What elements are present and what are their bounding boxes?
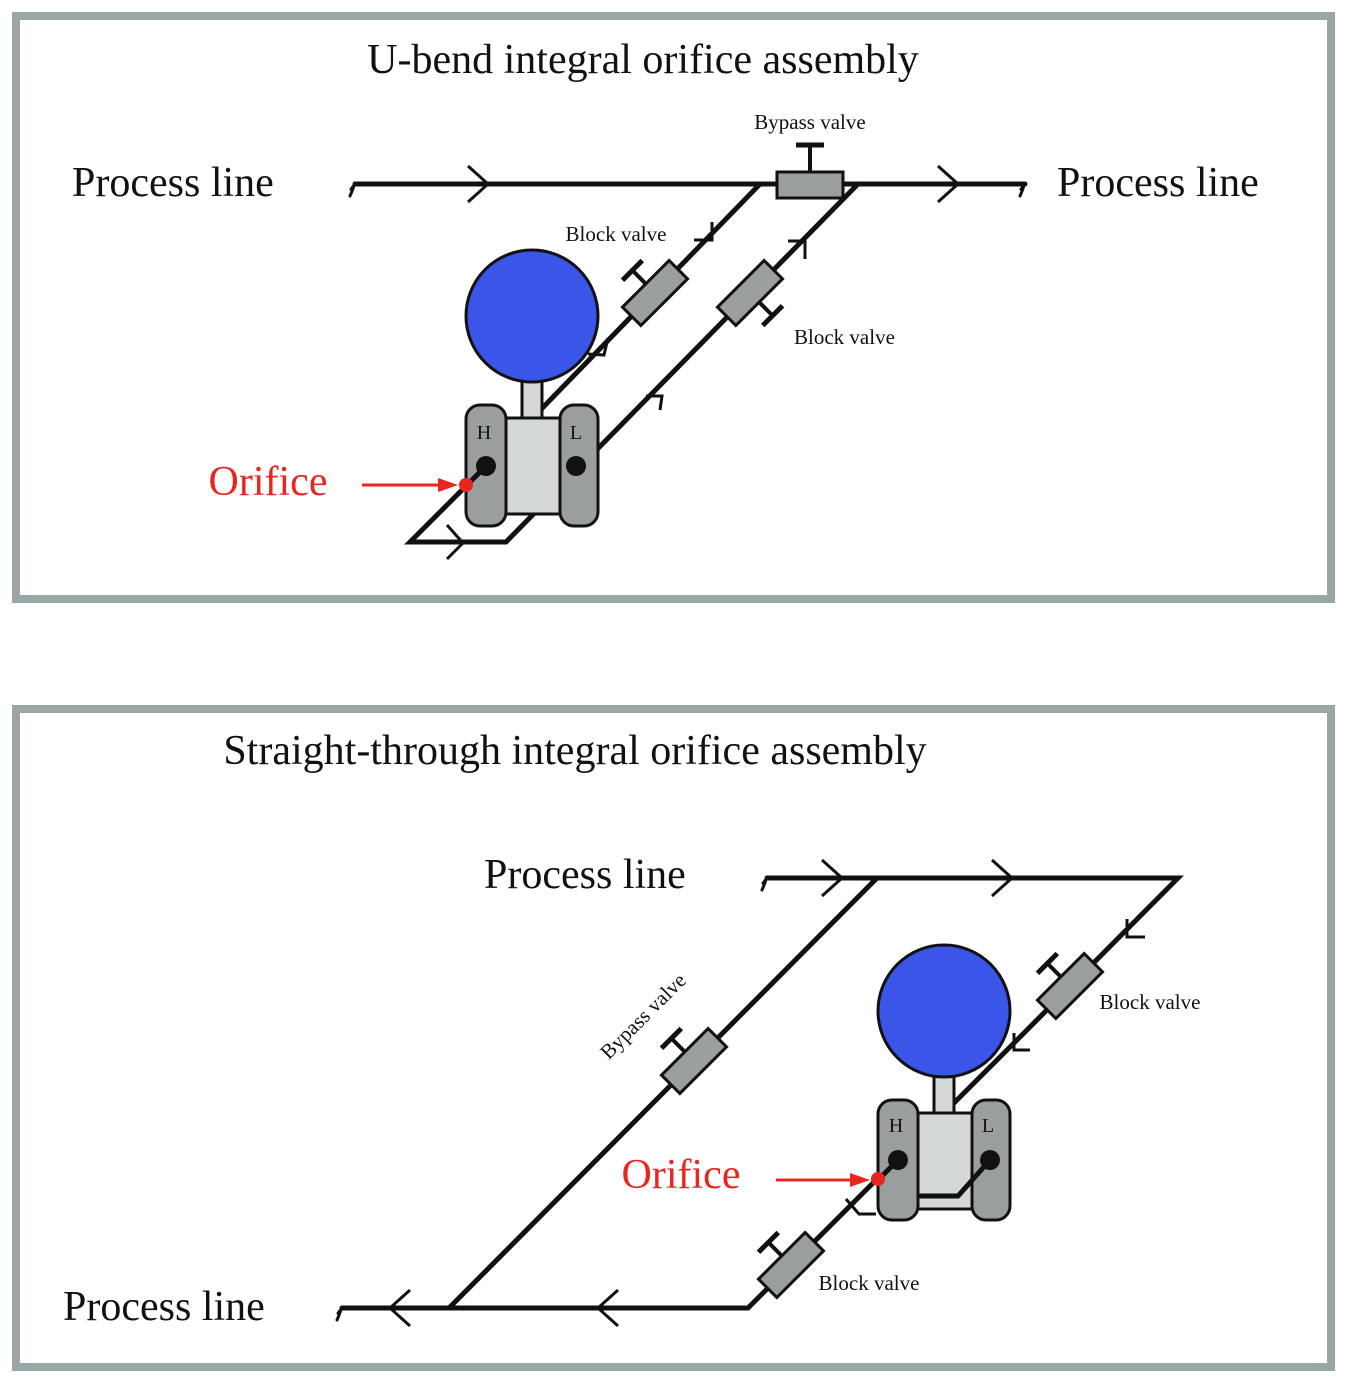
- lower-block-valve-label: Block valve: [794, 325, 895, 349]
- u-bend-title: U-bend integral orifice assembly: [367, 37, 919, 83]
- bypass-valve: [775, 142, 845, 200]
- process-line-right-label: Process line: [1057, 160, 1259, 206]
- orifice-label: Orifice: [209, 459, 328, 505]
- dp-transmitter: H L: [464, 248, 600, 528]
- upper-block-valve: [1035, 951, 1105, 1021]
- orifice-marker: [459, 478, 473, 492]
- bypass-valve: [659, 1026, 729, 1096]
- lower-block-valve: [715, 258, 785, 328]
- u-bend-diagram: U-bend integral orifice assembly Process…: [72, 37, 1259, 561]
- high-port-label: H: [477, 422, 491, 444]
- orifice-callout: Orifice: [622, 1152, 885, 1198]
- arrow-icon: [438, 478, 458, 492]
- transmitter-head: [464, 248, 600, 384]
- transmitter-head: [876, 943, 1012, 1079]
- dp-transmitter: H L: [876, 943, 1012, 1222]
- low-port-label: L: [982, 1115, 994, 1137]
- straight-through-diagram: Straight-through integral orifice assemb…: [63, 728, 1200, 1330]
- orifice-callout: Orifice: [209, 459, 473, 505]
- straight-through-title: Straight-through integral orifice assemb…: [223, 728, 926, 774]
- flow-arrow-icon: [466, 164, 961, 204]
- straight-through-pipes: [335, 875, 1185, 1322]
- main-process-pipe: [348, 181, 1028, 198]
- high-port-label: H: [889, 1115, 903, 1137]
- flow-arrow-icon: [445, 222, 807, 561]
- low-port-label: L: [570, 422, 582, 444]
- flow-arrow-icon: [387, 858, 1145, 1328]
- upper-block-valve: [620, 258, 690, 328]
- process-line-left-label: Process line: [72, 160, 274, 206]
- orifice-label: Orifice: [622, 1152, 741, 1198]
- lower-block-valve: [756, 1230, 826, 1300]
- upper-diagram-frame: [12, 12, 1335, 603]
- bypass-valve-label: Bypass valve: [595, 968, 691, 1064]
- low-port-icon: [566, 456, 586, 476]
- upper-block-valve-label: Block valve: [566, 222, 667, 246]
- bypass-valve-label: Bypass valve: [754, 110, 865, 134]
- process-line-bottom-label: Process line: [63, 1284, 265, 1330]
- orifice-marker: [871, 1172, 885, 1186]
- arrow-icon: [850, 1173, 870, 1187]
- lower-block-valve-label: Block valve: [819, 1271, 920, 1295]
- upper-block-valve-label: Block valve: [1100, 990, 1201, 1014]
- process-line-top-label: Process line: [484, 852, 686, 898]
